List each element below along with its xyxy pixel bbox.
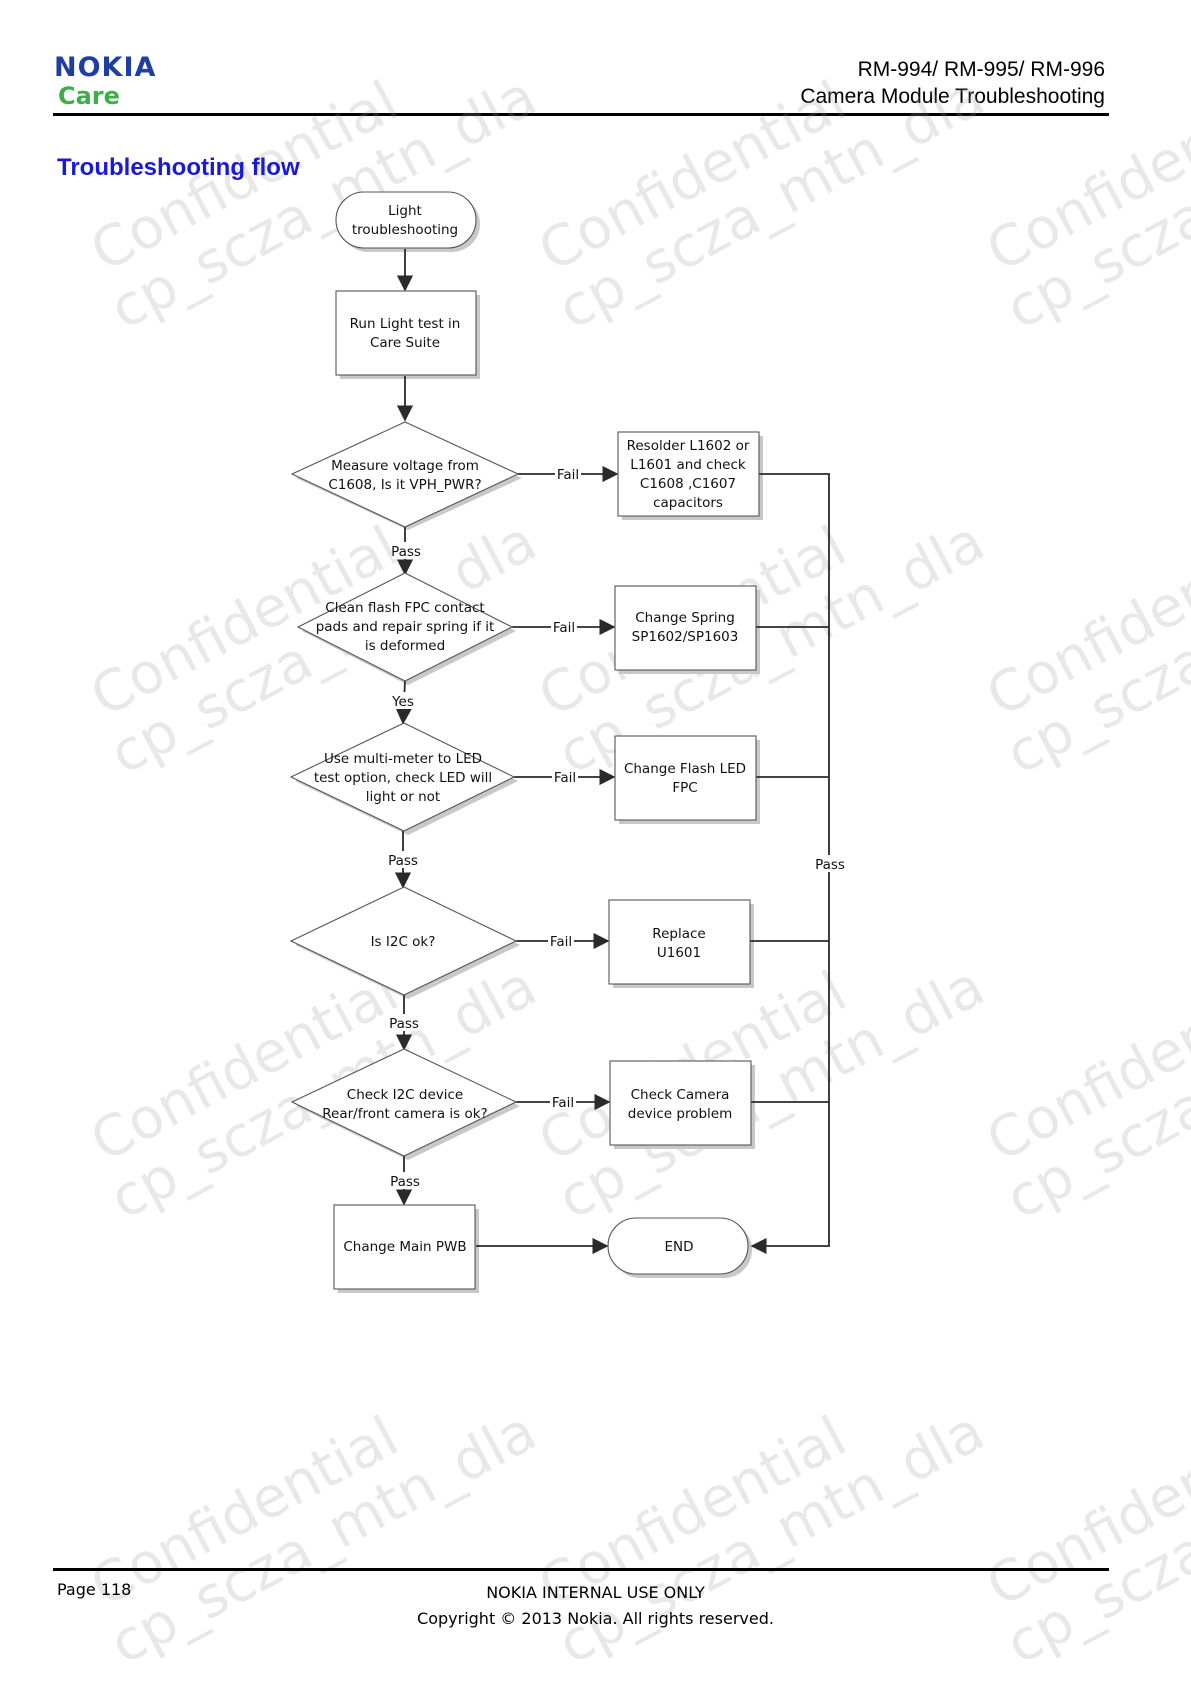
d3-text-1: Use multi-meter to LED <box>324 751 482 767</box>
run-text-1: Run Light test in <box>350 316 461 332</box>
end-text: END <box>664 1239 693 1255</box>
nokia-care-logo: NOKIA Care <box>54 52 157 111</box>
label-pass-3: Pass <box>389 1016 419 1032</box>
label-fail-2: Fail <box>553 620 575 636</box>
d2-text-1: Clean flash FPC contact <box>325 600 484 616</box>
change-main-pwb-box <box>333 1204 476 1290</box>
d2-text-3: is deformed <box>365 638 445 654</box>
label-pass-2: Pass <box>388 853 418 869</box>
d2-text-2: pads and repair spring if it <box>316 619 495 635</box>
r1-text-3: C1608 ,C1607 <box>640 476 736 492</box>
footer-center: NOKIA INTERNAL USE ONLY Copyright © 2013… <box>0 1580 1191 1632</box>
main-pwb-text: Change Main PWB <box>343 1239 466 1255</box>
end-terminator <box>607 1217 749 1275</box>
label-fail-5: Fail <box>552 1095 574 1111</box>
header-right: RM-994/ RM-995/ RM-996 Camera Module Tro… <box>800 56 1105 110</box>
label-fail-3: Fail <box>554 770 576 786</box>
logo-brand: NOKIA <box>54 52 157 83</box>
resolder-box <box>617 431 760 517</box>
label-pass-4: Pass <box>390 1174 420 1190</box>
start-text-1: Light <box>388 203 422 219</box>
r4-text-2: U1601 <box>657 945 701 961</box>
header-rule <box>53 113 1109 116</box>
doc-title: Camera Module Troubleshooting <box>800 85 1105 108</box>
label-pass-return: Pass <box>815 857 845 873</box>
r5-text-2: device problem <box>628 1106 733 1122</box>
decision-i2c <box>289 886 518 996</box>
replace-u1601-box <box>608 899 751 985</box>
d4-text-1: Is I2C ok? <box>371 934 436 950</box>
run-light-test-box <box>335 290 477 376</box>
footer-classification: NOKIA INTERNAL USE ONLY <box>486 1583 705 1602</box>
label-fail-4: Fail <box>550 934 572 950</box>
r4-text-1: Replace <box>652 926 705 942</box>
start-terminator <box>335 191 477 249</box>
section-title: Troubleshooting flow <box>57 154 300 181</box>
r2-text-1: Change Spring <box>635 610 735 626</box>
r2-text-2: SP1602/SP1603 <box>632 629 739 645</box>
decision-i2c-device <box>290 1048 518 1157</box>
d1-text-2: C1608, Is it VPH_PWR? <box>328 477 481 493</box>
footer-copyright: Copyright © 2013 Nokia. All rights reser… <box>417 1609 774 1628</box>
d5-text-1: Check I2C device <box>347 1087 463 1103</box>
r3-text-1: Change Flash LED <box>624 761 746 777</box>
change-flash-led-box <box>614 735 757 821</box>
r1-text-4: capacitors <box>653 495 723 511</box>
r1-text-1: Resolder L1602 or <box>627 438 750 454</box>
decision-multimeter <box>289 722 516 832</box>
r5-text-1: Check Camera <box>631 1087 730 1103</box>
model-line: RM-994/ RM-995/ RM-996 <box>857 58 1105 81</box>
decision-measure-voltage <box>290 421 520 528</box>
d3-text-2: test option, check LED will <box>314 770 492 786</box>
d5-text-2: Rear/front camera is ok? <box>322 1106 487 1122</box>
start-text-2: troubleshooting <box>352 222 458 238</box>
d1-text-1: Measure voltage from <box>331 458 479 474</box>
d3-text-3: light or not <box>366 789 440 805</box>
logo-sub: Care <box>58 82 120 110</box>
footer-rule <box>53 1568 1109 1571</box>
r1-text-2: L1601 and check <box>630 457 746 473</box>
check-camera-box <box>609 1060 752 1146</box>
label-fail-1: Fail <box>557 467 579 483</box>
run-text-2: Care Suite <box>370 335 440 351</box>
label-yes: Yes <box>391 694 414 710</box>
label-pass-1: Pass <box>391 544 421 560</box>
page-number: Page 118 <box>57 1580 132 1599</box>
decision-clean-fpc <box>296 572 514 682</box>
change-spring-box <box>614 585 757 671</box>
r3-text-2: FPC <box>672 780 697 796</box>
